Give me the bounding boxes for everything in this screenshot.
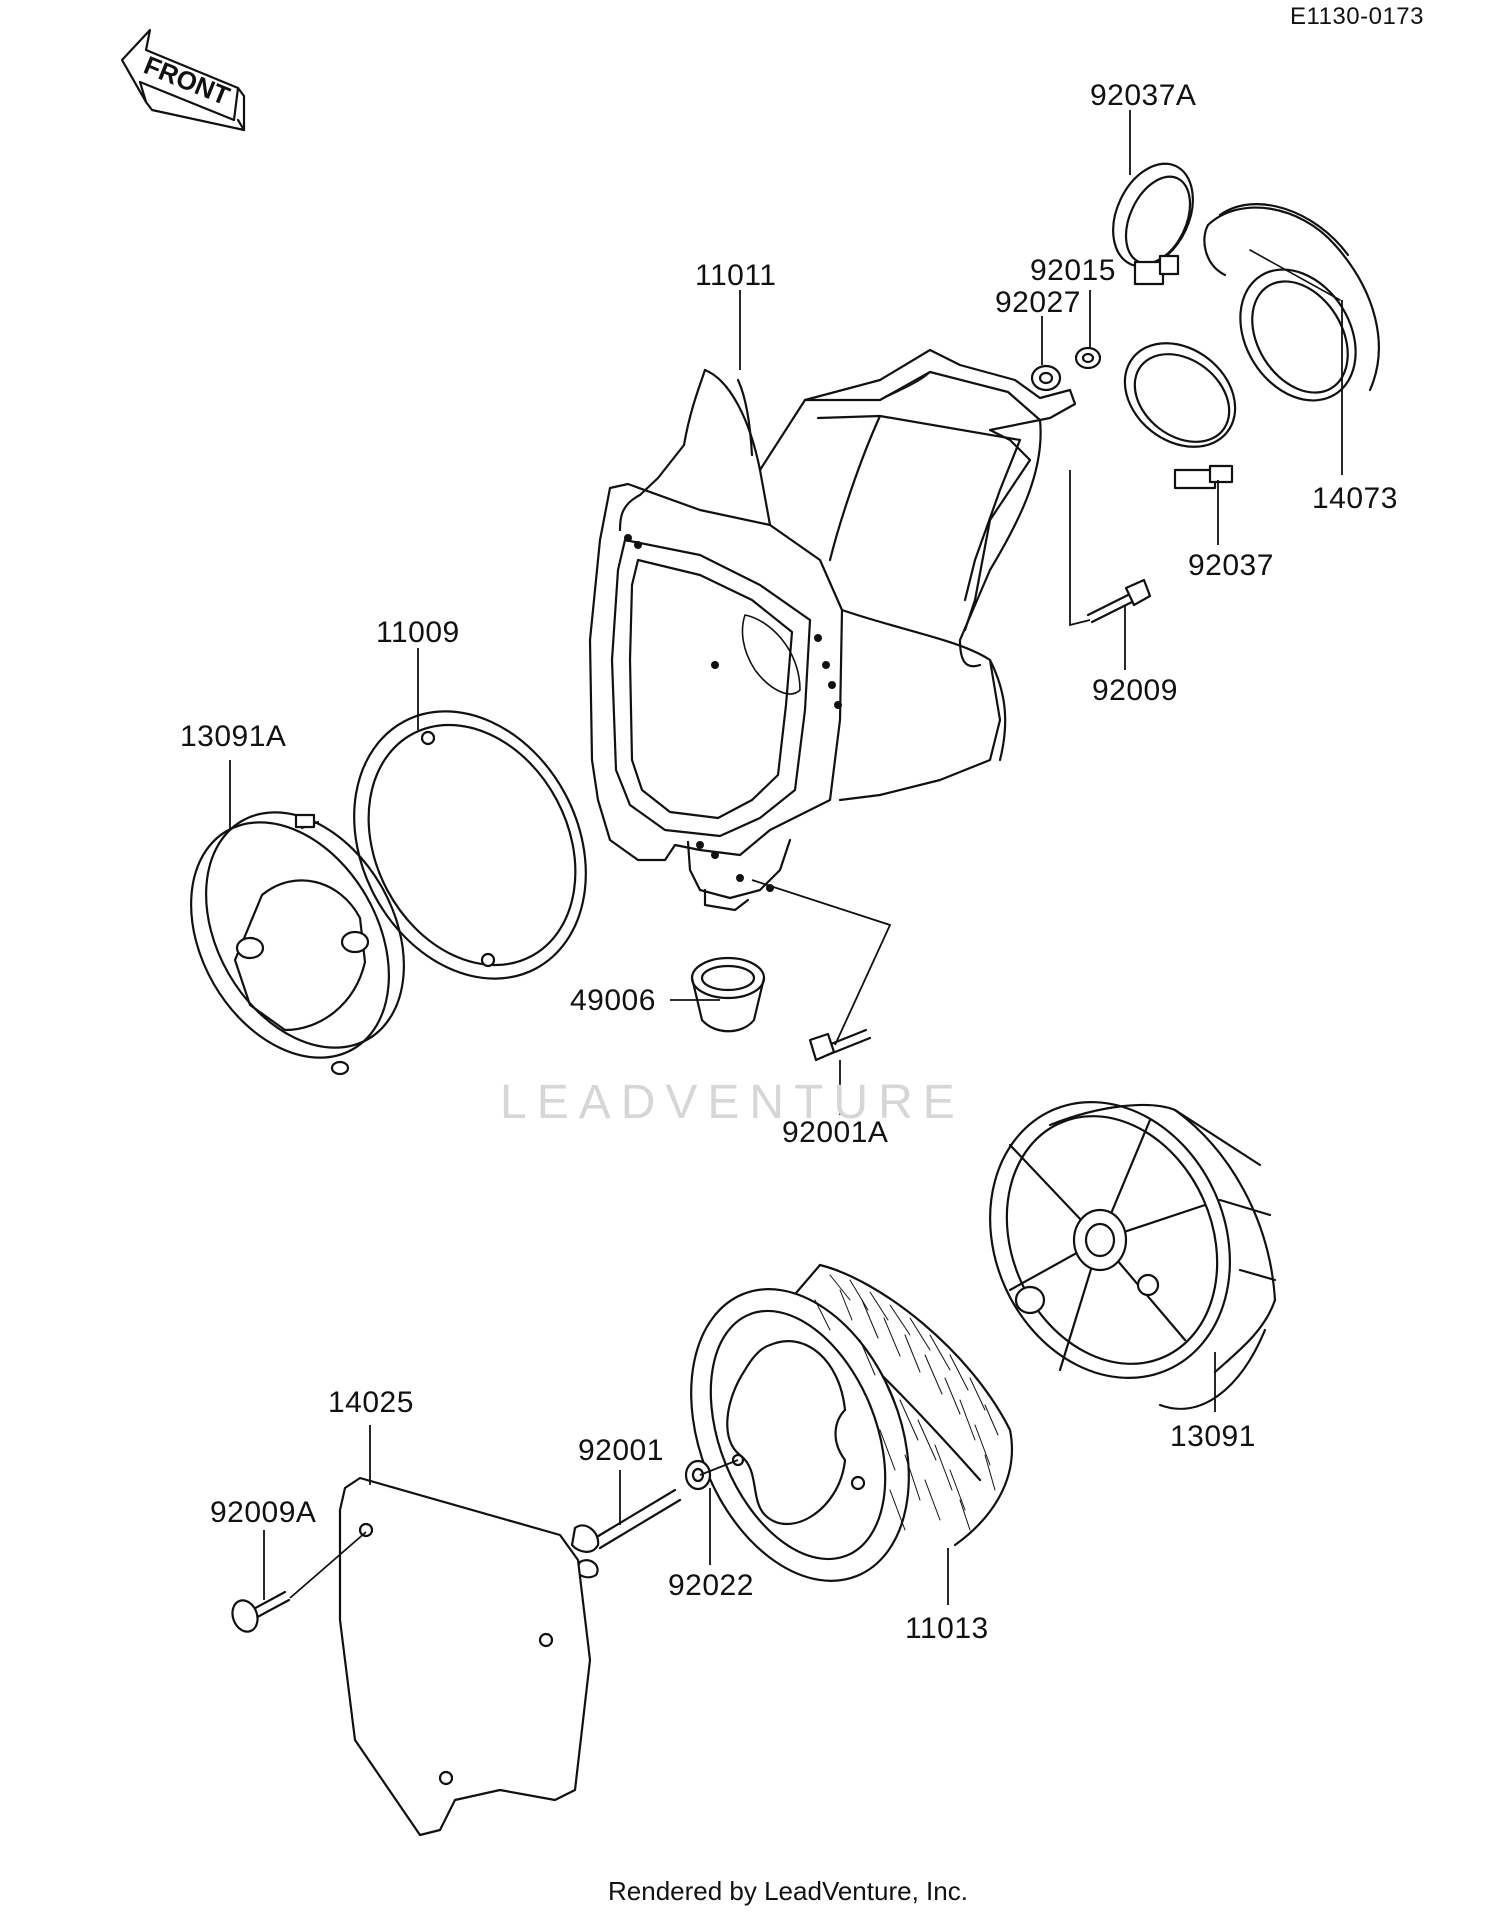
- washer-92022: [684, 1459, 712, 1491]
- watermark: LEADVENTURE: [500, 1076, 965, 1129]
- holder-13091a: [190, 811, 405, 1076]
- label-92022: 92022: [668, 1569, 754, 1602]
- label-14073: 14073: [1312, 482, 1398, 515]
- wing-bolt-92001: [570, 1488, 682, 1579]
- label-92027: 92027: [995, 286, 1081, 319]
- clamp-92037a: [1112, 162, 1194, 286]
- screw-92009a: [231, 1590, 291, 1633]
- label-11009: 11009: [376, 616, 460, 649]
- gasket-11009: [353, 710, 587, 980]
- intake-duct-14073: [1203, 203, 1380, 402]
- label-13091: 13091: [1170, 1420, 1256, 1453]
- bolt-92009: [1086, 578, 1152, 624]
- label-92015: 92015: [1030, 254, 1116, 287]
- label-92009a: 92009A: [210, 1496, 316, 1529]
- air-box-case-11011: [588, 348, 1077, 912]
- label-92037: 92037: [1188, 549, 1274, 582]
- label-92001: 92001: [578, 1434, 664, 1467]
- label-14025: 14025: [328, 1386, 414, 1419]
- cover-14025: [338, 1476, 592, 1837]
- front-arrow-icon: FRONT: [120, 28, 246, 132]
- label-11011: 11011: [695, 259, 776, 292]
- diagram-code: E1130-0173: [1290, 3, 1424, 30]
- nut-92015: [1074, 346, 1102, 370]
- label-13091a: 13091A: [180, 720, 286, 753]
- filter-element-11013: [690, 1263, 1014, 1582]
- label-92009: 92009: [1092, 674, 1178, 707]
- bolt-92001a: [808, 1028, 872, 1062]
- filter-frame-13091: [989, 1101, 1277, 1410]
- label-92001a: 92001A: [782, 1116, 888, 1149]
- label-92037a: 92037A: [1090, 79, 1196, 112]
- label-49006: 49006: [570, 984, 656, 1017]
- leader-lines: [229, 110, 1343, 1605]
- grommet-92027: [1030, 364, 1062, 392]
- drain-cap-49006: [690, 956, 766, 1033]
- credit-text: Rendered by LeadVenture, Inc.: [608, 1876, 968, 1906]
- clamp-92037: [1123, 342, 1237, 490]
- label-11013: 11013: [905, 1612, 989, 1645]
